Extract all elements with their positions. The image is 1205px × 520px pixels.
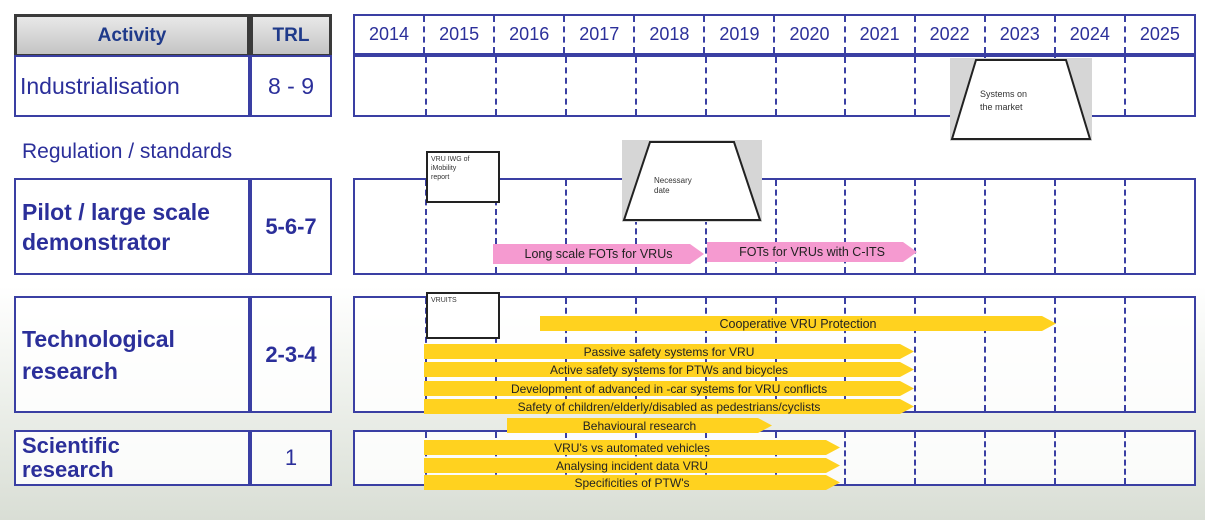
activity-header: Activity (14, 14, 250, 57)
vruits-label: VRUITS (431, 297, 457, 304)
bar-incar: Development of advanced in -car systems … (424, 381, 914, 396)
vru-iwg-line3: report (431, 174, 450, 181)
year-separator (914, 298, 917, 411)
year-separator (774, 57, 777, 115)
tech-trl: 2-3-4 (265, 341, 317, 367)
year-2022: 2022 (913, 16, 984, 53)
year-separator (914, 180, 917, 273)
year-separator (1124, 432, 1127, 484)
year-2018: 2018 (633, 16, 703, 53)
year-separator (564, 180, 567, 273)
industrialisation-label-cell: Industrialisation (14, 55, 250, 117)
pilot-trl: 5-6-7 (265, 213, 317, 239)
year-separator (844, 180, 847, 273)
pilot-label-line2: demonstrator (22, 228, 171, 255)
year-2014: 2014 (369, 24, 410, 44)
year-separator (914, 432, 917, 484)
year-separator (634, 57, 637, 115)
vru-iwg-line1: VRU IWG of (431, 156, 470, 163)
year-separator (564, 57, 567, 115)
systems-line2: the market (980, 102, 1023, 112)
year-separator (1124, 298, 1127, 411)
bar-passive: Passive safety systems for VRU (424, 344, 914, 359)
tech-label-line1: Technological (22, 325, 175, 352)
necessary-date-milestone: Necessary date (622, 140, 762, 222)
science-trl-cell: 1 (250, 430, 332, 486)
year-separator (774, 180, 777, 273)
bar-incident: Analysing incident data VRU (424, 458, 840, 473)
year-separator (494, 57, 497, 115)
year-separator (984, 432, 987, 484)
year-separator (1054, 298, 1057, 411)
bar-fots-cits: FOTs for VRUs with C-ITS (707, 242, 917, 262)
vruits-note: VRUITS (426, 292, 500, 339)
year-2025: 2025 (1123, 16, 1194, 53)
bar-cooperative: Cooperative VRU Protection (540, 316, 1056, 331)
year-separator (914, 57, 917, 115)
bar-large-fots: Long scale FOTs for VRUs (493, 244, 704, 264)
industrialisation-trl-cell: 8 - 9 (250, 55, 332, 117)
year-separator (984, 298, 987, 411)
bar-children: Safety of children/elderly/disabled as p… (424, 399, 914, 414)
year-2019: 2019 (703, 16, 773, 53)
year-2024: 2024 (1053, 16, 1124, 53)
year-separator (984, 180, 987, 273)
year-separator (1124, 57, 1127, 115)
bar-active: Active safety systems for PTWs and bicyc… (424, 362, 914, 377)
vru-iwg-line2: iMobility (431, 165, 457, 172)
systems-market-milestone: Systems on the market (950, 58, 1092, 141)
year-separator (494, 180, 497, 273)
industrialisation-label: Industrialisation (20, 72, 180, 99)
bar-automated: VRU's vs automated vehicles (424, 440, 840, 455)
year-separator (1124, 180, 1127, 273)
pilot-trl-cell: 5-6-7 (250, 178, 332, 275)
regulation-label: Regulation / standards (22, 140, 233, 163)
year-2016: 2016 (493, 16, 563, 53)
year-2020: 2020 (773, 16, 843, 53)
pilot-label-cell: Pilot / large scale demonstrator (14, 178, 250, 275)
year-separator (1054, 432, 1057, 484)
year-separator (704, 180, 707, 273)
necessary-line2: date (654, 186, 670, 195)
tech-trl-cell: 2-3-4 (250, 296, 332, 413)
year-separator (424, 180, 427, 273)
year-separator (634, 180, 637, 273)
year-separator (844, 432, 847, 484)
trl-header: TRL (250, 14, 332, 57)
industrialisation-trl: 8 - 9 (267, 72, 315, 99)
year-separator (1054, 180, 1057, 273)
year-separator (844, 57, 847, 115)
tech-label-cell: Technological research (14, 296, 250, 413)
year-2023: 2023 (983, 16, 1054, 53)
science-trl: 1 (284, 445, 298, 470)
bar-ptw: Specificities of PTW's (424, 475, 840, 490)
year-2015: 2015 (423, 16, 493, 53)
systems-line1: Systems on (980, 89, 1028, 99)
tech-label-line2: research (22, 357, 118, 384)
pilot-label-line1: Pilot / large scale (22, 198, 210, 225)
year-2021: 2021 (843, 16, 914, 53)
bar-behavioural: Behavioural research (507, 418, 772, 433)
vru-iwg-note: VRU IWG of iMobility report (426, 151, 500, 203)
year-separator (704, 57, 707, 115)
year-separator (424, 57, 427, 115)
science-label-line1: Scientific (22, 433, 120, 458)
science-label-line2: research (22, 457, 114, 482)
necessary-line1: Necessary (654, 176, 692, 185)
year-2017: 2017 (563, 16, 633, 53)
